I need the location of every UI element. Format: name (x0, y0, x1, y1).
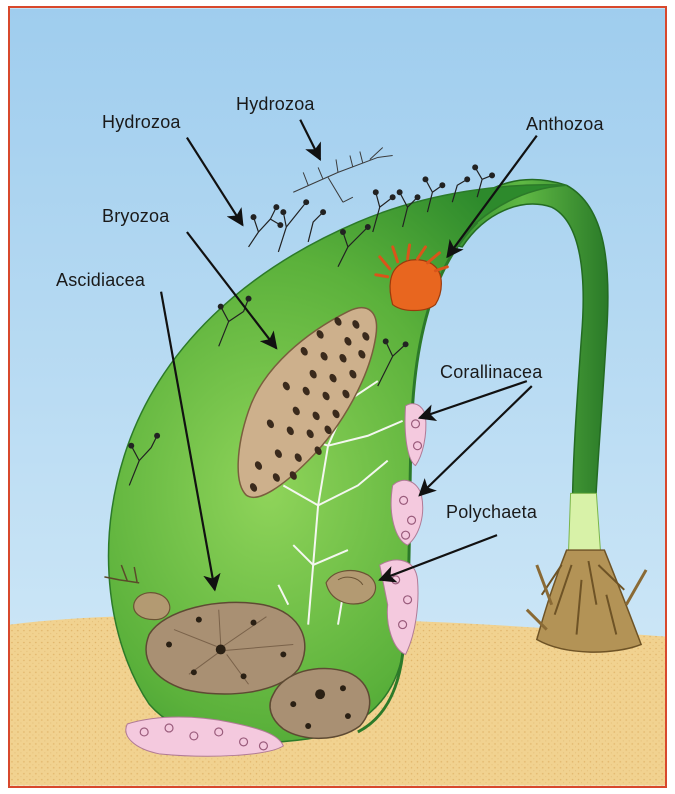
label-hydrozoa-top: Hydrozoa (236, 94, 315, 115)
label-hydrozoa-left: Hydrozoa (102, 112, 181, 133)
label-ascidiacea: Ascidiacea (56, 270, 145, 291)
diagram-frame: Hydrozoa Hydrozoa Anthozoa Bryozoa Ascid… (8, 6, 667, 788)
label-corallinacea: Corallinacea (440, 362, 542, 383)
label-bryozoa: Bryozoa (102, 206, 169, 227)
label-polychaeta: Polychaeta (446, 502, 537, 523)
label-anthozoa: Anthozoa (526, 114, 604, 135)
ascidian-colony-large (146, 602, 305, 694)
stipe-joint (569, 493, 601, 550)
